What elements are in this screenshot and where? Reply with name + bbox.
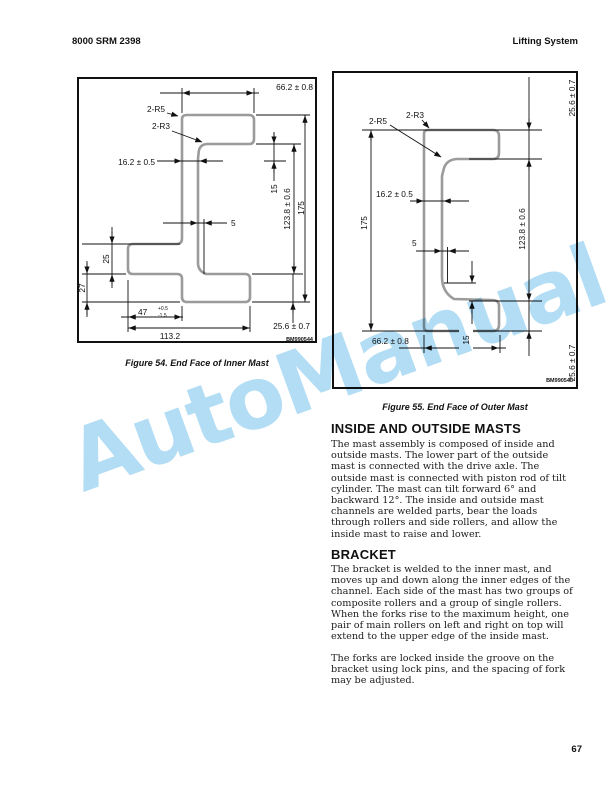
dim-radius3-label: 2-R3 bbox=[406, 110, 424, 120]
bracket-paragraph-2: The forks are locked inside the groove o… bbox=[331, 653, 566, 687]
header-section-title: Lifting System bbox=[512, 36, 578, 47]
dim-web-offset-label: 5 bbox=[231, 218, 236, 228]
dim-top-width-label: 66.2 ± 0.8 bbox=[276, 82, 313, 92]
figure55-border bbox=[332, 71, 578, 389]
dim-base-height-label: 27 bbox=[77, 283, 87, 293]
dim-radius3-label: 2-R3 bbox=[152, 121, 170, 131]
dim-bottom-width-label: 66.2 ± 0.8 bbox=[372, 336, 409, 346]
dim-lip-height-label: 15 bbox=[461, 335, 471, 345]
figure55-arrowheads bbox=[368, 119, 532, 351]
inner-mast-profile bbox=[126, 113, 256, 304]
figure54-code: BM990544 bbox=[286, 337, 314, 343]
dim-total-height-label: 175 bbox=[359, 216, 369, 230]
figure54-arrowheads bbox=[84, 90, 308, 331]
figure55-code: BM990545 bbox=[546, 378, 573, 384]
figure54-caption: Figure 54. End Face of Inner Mast bbox=[125, 358, 269, 368]
dim-top-flange-height-label: 25.6 ± 0.7 bbox=[567, 79, 577, 116]
dim-left-flange-height-label: 25 bbox=[101, 254, 111, 264]
dim-web-offset-label: 5 bbox=[412, 238, 417, 248]
dim-wall-label: 16.2 ± 0.5 bbox=[376, 189, 413, 199]
dim-flange-height-label: 25.6 ± 0.7 bbox=[273, 321, 310, 331]
header-doc-number: 8000 SRM 2398 bbox=[72, 36, 141, 47]
dim-radius5-label: 2-R5 bbox=[147, 104, 165, 114]
dim-total-height-label: 175 bbox=[296, 201, 306, 215]
figure55-dimension-lines bbox=[362, 77, 542, 356]
dim-inner-height-label: 123.8 ± 0.6 bbox=[282, 188, 292, 230]
masts-paragraph: The mast assembly is composed of inside … bbox=[331, 439, 567, 540]
page-number: 67 bbox=[571, 744, 582, 755]
figure54-border bbox=[77, 77, 317, 343]
dim-lip-height-label: 15 bbox=[269, 184, 279, 194]
figure54-drawing: 66.2 ± 0.8 2-R5 2-R3 16.2 ± 0.5 15 123.8… bbox=[77, 77, 317, 343]
dim-groove-width-label: 47 bbox=[138, 307, 148, 317]
dim-radius5-label: 2-R5 bbox=[369, 116, 387, 126]
section-heading-masts: INSIDE AND OUTSIDE MASTS bbox=[331, 421, 521, 436]
bracket-paragraph-1: The bracket is welded to the inner mast,… bbox=[331, 564, 573, 643]
dim-groove-tol-plus-label: +0.5 bbox=[158, 306, 168, 312]
figure54-dimension-lines bbox=[82, 88, 310, 332]
dim-wall-label: 16.2 ± 0.5 bbox=[118, 157, 155, 167]
dim-inner-height-label: 123.8 ± 0.6 bbox=[517, 208, 527, 250]
figure55-caption: Figure 55. End Face of Outer Mast bbox=[382, 402, 528, 412]
figure55-drawing: 25.6 ± 0.7 2-R5 2-R3 175 16.2 ± 0.5 5 12… bbox=[332, 71, 578, 389]
dim-total-width-label: 113.2 bbox=[160, 331, 181, 341]
dim-bottom-flange-height-label: 25.6 ± 0.7 bbox=[567, 344, 577, 381]
dim-groove-tol-minus-label: -1.5 bbox=[158, 313, 167, 319]
section-heading-bracket: BRACKET bbox=[331, 547, 396, 562]
label-mask bbox=[459, 324, 473, 356]
